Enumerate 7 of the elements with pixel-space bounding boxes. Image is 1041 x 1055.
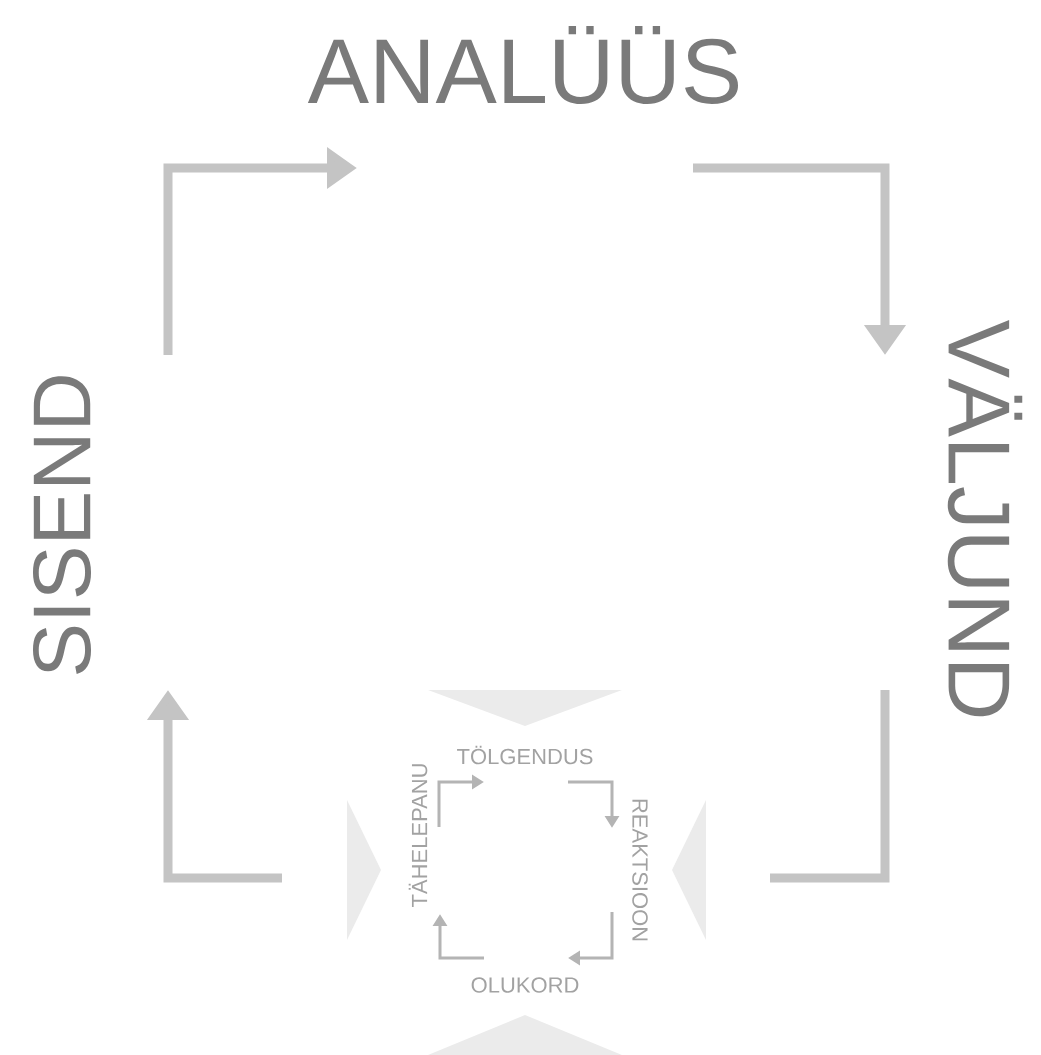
title-text: VÄLJUND (947, 319, 1023, 717)
step-label: TÖLGENDUS (457, 745, 593, 765)
title-text: SISEND (33, 376, 92, 674)
title-text: ANALÜÜS (307, 26, 738, 104)
step-label: OLUKORD (471, 977, 579, 993)
step-label: REAKTSIOON (632, 799, 648, 941)
step-label: TÄHELEPANU (408, 764, 428, 908)
